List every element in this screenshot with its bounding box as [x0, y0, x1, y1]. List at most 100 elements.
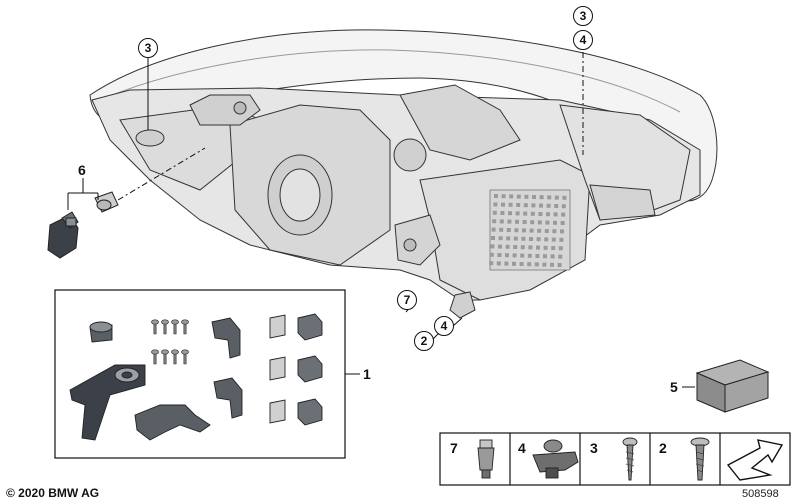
- connector-pin: [553, 212, 558, 217]
- connector-pin: [489, 261, 494, 266]
- legend-num-7: 7: [450, 440, 458, 456]
- connector-pin: [500, 211, 505, 215]
- connector-pin: [508, 202, 513, 207]
- kit-screw: [151, 349, 159, 365]
- connector-pin: [547, 195, 552, 200]
- connector-pin: [551, 246, 556, 250]
- connector-pin: [508, 211, 512, 216]
- connector-pin: [537, 220, 542, 225]
- connector-pin: [499, 219, 504, 224]
- connector-pin: [521, 236, 526, 241]
- connector-pin: [512, 253, 517, 258]
- connector-pin: [544, 229, 549, 233]
- connector-pin: [515, 211, 520, 216]
- connector-pin: [499, 227, 504, 232]
- kit-screw: [181, 319, 189, 335]
- connector-pin: [561, 204, 566, 209]
- connector-pin: [558, 254, 563, 259]
- direction-arrow-icon: [726, 439, 784, 481]
- kit-screw: [171, 349, 179, 365]
- legend-num-4: 4: [518, 440, 526, 456]
- connector-pin: [494, 194, 498, 198]
- connector-pin: [539, 195, 544, 200]
- connector-pin: [559, 237, 564, 242]
- connector-pin: [516, 203, 521, 207]
- connector-pin: [532, 195, 536, 199]
- kit-screw: [171, 319, 179, 335]
- connector-pin: [504, 261, 509, 266]
- connector-pin: [506, 236, 511, 241]
- callout-2: 2: [414, 331, 434, 351]
- connector-pin: [492, 210, 497, 215]
- connector-pin: [537, 228, 542, 233]
- connector-pin: [516, 194, 521, 199]
- connector-pin: [505, 244, 510, 249]
- callout-5: 5: [670, 379, 678, 395]
- connector-pin: [515, 219, 519, 224]
- connector-pin: [543, 245, 548, 250]
- connector-pin: [491, 227, 496, 232]
- legend-num-3: 3: [590, 440, 598, 456]
- connector-pin: [513, 245, 518, 249]
- connector-pin: [506, 228, 511, 232]
- connector-pin: [523, 211, 528, 216]
- connector-pin: [519, 262, 524, 266]
- connector-pin: [544, 237, 549, 242]
- connector-pin: [522, 220, 527, 224]
- kit-screw: [151, 319, 159, 335]
- expanding-nut-icon: [532, 439, 579, 479]
- connector-pin: [528, 245, 533, 250]
- connector-pin: [553, 220, 557, 225]
- connector-pin: [529, 237, 533, 241]
- connector-pin: [557, 263, 562, 267]
- connector-pin: [558, 246, 563, 251]
- connector-pin: [546, 212, 550, 217]
- connector-pin: [496, 261, 501, 266]
- callout-4-bottom: 4: [434, 316, 454, 336]
- connector-pin: [542, 262, 547, 267]
- connector-pin: [531, 203, 536, 208]
- connector-pin: [514, 228, 519, 233]
- connector-pin: [501, 194, 506, 199]
- connector-pin: [545, 220, 550, 225]
- connector-pin: [551, 237, 556, 242]
- screw-icon: [622, 437, 638, 481]
- legend-num-2: 2: [659, 440, 667, 456]
- connector-pin: [490, 244, 495, 249]
- legend-icons: [477, 437, 784, 481]
- connector-pin: [512, 261, 516, 266]
- connector-pin: [550, 262, 554, 267]
- connector-pin: [507, 219, 512, 224]
- connector-pin: [505, 253, 509, 258]
- connector-pin: [560, 229, 564, 234]
- kit-parts: [69, 313, 323, 441]
- kit-screw: [181, 349, 189, 365]
- bulb-socket-part: [47, 191, 119, 259]
- connector-pin: [546, 203, 551, 208]
- connector-pin: [529, 228, 534, 233]
- callout-1: 1: [363, 366, 371, 382]
- connector-pin: [491, 236, 495, 240]
- connector-pin: [527, 253, 532, 258]
- clip-nut-icon: [477, 439, 495, 479]
- connector-pin: [554, 204, 559, 208]
- connector-pin: [550, 254, 555, 259]
- connector-pin: [536, 245, 540, 250]
- connector-pin: [535, 254, 540, 258]
- kit-screw: [161, 319, 169, 335]
- kit-screw: [161, 349, 169, 365]
- connector-pin: [562, 195, 567, 200]
- part-5-box: [695, 359, 770, 413]
- connector-pin: [501, 202, 505, 207]
- callout-6: 6: [78, 162, 86, 178]
- connector-pin: [513, 236, 518, 241]
- kit-screws: [151, 319, 189, 365]
- document-number: 508598: [742, 488, 779, 500]
- connector-pin: [527, 262, 532, 267]
- connector-pin: [536, 237, 541, 242]
- connector-pin: [520, 245, 525, 250]
- connector-pin: [539, 203, 543, 208]
- connector-pin: [498, 244, 502, 249]
